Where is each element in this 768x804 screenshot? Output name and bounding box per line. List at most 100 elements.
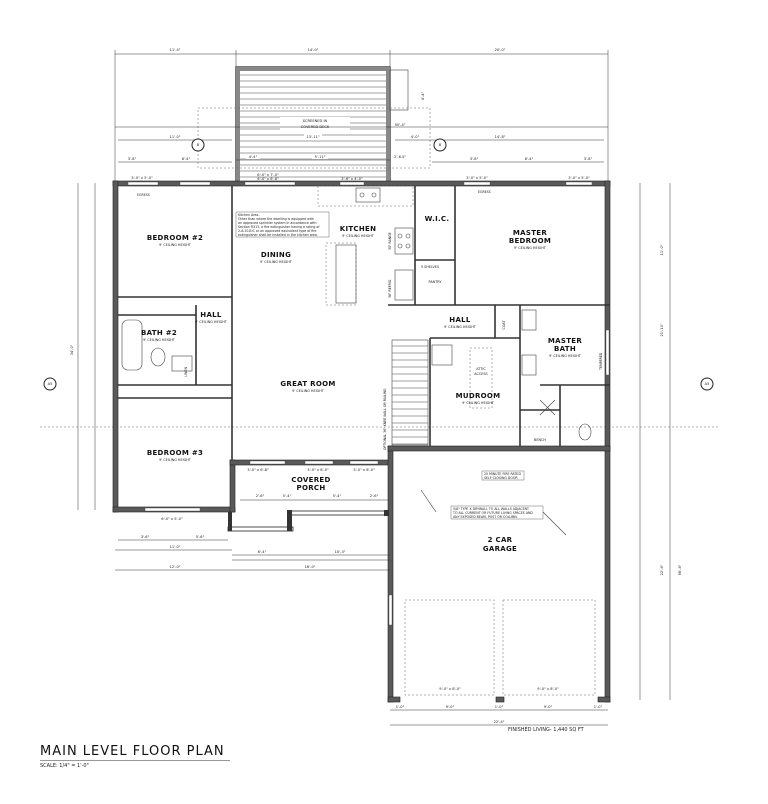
room-label-porch: COVERED xyxy=(291,476,330,484)
ceiling-label: 9' CEILING HEIGHT xyxy=(462,401,495,405)
egress-note: EGRESS xyxy=(478,190,491,194)
window-size: 3'-6" x 4'-0" xyxy=(341,177,363,181)
drywall-note: ANY EXPOSED BEAM, POST OR COLUMN. xyxy=(453,515,518,519)
room-label-bath-2: BATH #2 xyxy=(141,329,177,337)
dim-text: 5'-4" xyxy=(333,494,342,498)
dim-text: 14'-8" xyxy=(495,135,506,139)
dim-text: 2'-6" xyxy=(370,494,379,498)
kitchen-note: Kitchen Area- xyxy=(238,213,259,217)
screened-deck: SCREENED IN COVERED DECK xyxy=(197,66,431,184)
dim-text: 2'-6.5" xyxy=(394,155,406,159)
room-label-master-bedroom: MASTER xyxy=(513,229,547,237)
dim-text: 21'-10" xyxy=(660,323,664,336)
dim-text: 3'-8" xyxy=(584,157,593,161)
ceiling-label: 9' CEILING HEIGHT xyxy=(292,389,325,393)
section-marker: B B A5 A5 xyxy=(43,138,714,391)
range-note: 30" RANGE xyxy=(388,232,392,250)
dim-text: 20'-0" xyxy=(495,48,506,52)
room-label-wic: W.I.C. xyxy=(425,215,450,223)
dim-text: 11'-0" xyxy=(170,545,181,549)
dim-text: 6'-4" xyxy=(258,550,267,554)
kitchen-note: Section R313, a fire extinguisher having… xyxy=(238,225,320,229)
window-size: 9'-0" x 8'-0" xyxy=(439,687,461,691)
kitchen-fixtures xyxy=(317,185,414,306)
top-dimensions: 11'-4" 14'-0" 20'-0" 50'-4" 11'-0" 13'-1… xyxy=(114,48,609,183)
bath-fixtures xyxy=(121,309,592,441)
dim-text: 5'-11" xyxy=(315,155,326,159)
room-label-master-bath: MASTER xyxy=(548,337,582,345)
dim-text-backing xyxy=(246,154,260,159)
ceiling-label: 9' CEILING HEIGHT xyxy=(159,458,192,462)
window-size: 3'-0" x 6'-0" xyxy=(307,468,329,472)
garage-doors xyxy=(404,599,596,696)
room-label-great-room: GREAT ROOM xyxy=(280,380,335,388)
porch-railing xyxy=(227,510,389,532)
kitchen-note: 2-A:10-B:C or an approved equivalent typ… xyxy=(238,229,317,233)
dim-text: 1'-0" xyxy=(396,705,405,709)
dim-text: 4'-4" xyxy=(421,91,425,100)
svg-text:A5: A5 xyxy=(705,382,710,386)
dim-text: 16'-0" xyxy=(305,565,316,569)
room-label-coat: COAT xyxy=(502,320,506,330)
room-label-kitchen: KITCHEN xyxy=(340,225,377,233)
kitchen-note: Other than where the dwelling is equippe… xyxy=(238,217,314,221)
dim-text: 14'-0" xyxy=(308,48,319,52)
room-label-deck: SCREENED IN xyxy=(303,119,328,123)
dim-text: 3'-6" xyxy=(141,535,150,539)
ceiling-label: 9' CEILING HEIGHT xyxy=(549,354,582,358)
window-size: 6'-0" x 5'-0" xyxy=(161,517,183,521)
dim-text: 5'-6" xyxy=(196,535,205,539)
room-label-pantry: PANTRY xyxy=(429,280,443,284)
room-label-porch: PORCH xyxy=(297,484,326,492)
egress-note: EGRESS xyxy=(137,193,150,197)
attic-access-label: ACCESS xyxy=(474,372,487,376)
dim-text: 56'-8" xyxy=(678,564,682,575)
finished-living-area: FINISHED LIVING- 1,440 SQ FT xyxy=(508,727,584,733)
ceiling-label: 9' CEILING HEIGHT xyxy=(260,260,293,264)
stairs xyxy=(391,339,429,446)
room-label-mudroom: MUDROOM xyxy=(456,392,501,400)
dim-text: 34'-0" xyxy=(70,344,74,355)
dim-text: 11'-4" xyxy=(170,48,181,52)
room-label-bedroom-3: BEDROOM #3 xyxy=(147,449,203,457)
kitchen-note: an approved sprinkler system in accordan… xyxy=(238,221,317,225)
drywall-note: 5/8" TYPE X DRYWALL TO ALL WALLS ADJACEN… xyxy=(453,507,529,511)
dim-text: 2'-6" xyxy=(256,494,265,498)
dim-text-backing xyxy=(312,154,328,159)
ceiling-label: 9' CEILING HEIGHT xyxy=(143,338,176,342)
tempered-note: TEMPERED xyxy=(599,352,603,371)
attic-access-label: ATTIC xyxy=(476,367,486,371)
dim-text: 8'-4" xyxy=(525,157,534,161)
dim-text: 3'-8" xyxy=(128,157,137,161)
room-label-garage: GARAGE xyxy=(483,545,517,553)
dim-text: 13'-11" xyxy=(306,135,319,139)
dim-text: 1'-0" xyxy=(594,705,603,709)
fire-door-note: 20 MINUTE FIRE RATED xyxy=(484,472,521,476)
railing-note: OPTIONAL 36" KNEE WALL OR RAILING xyxy=(383,388,387,450)
window-size: 6'-0" x 7'-0" xyxy=(257,173,279,177)
dim-text: 12'-0" xyxy=(170,565,181,569)
dim-text: 22'-4" xyxy=(494,720,505,724)
dim-text: 5'-4" xyxy=(283,494,292,498)
ceiling-label: 9' CEILING HEIGHT xyxy=(159,243,192,247)
room-label-hall: HALL xyxy=(200,311,222,319)
drywall-note: TO ALL CURRENT OR FUTURE LIVING SPACES A… xyxy=(452,511,533,515)
fridge-note: 36" REFRIG. xyxy=(388,279,392,298)
dim-text: 4'-4" xyxy=(249,155,258,159)
ceiling-label: 9' CEILING HEIGHT xyxy=(195,320,228,324)
dim-text-backing xyxy=(304,134,322,139)
window-size: 3'-0" x 6'-8" xyxy=(247,468,269,472)
dim-text: 4'-0" xyxy=(411,135,420,139)
drawing-scale: SCALE: 1/4" = 1'-0" xyxy=(40,763,89,769)
room-label-bench: BENCH xyxy=(534,438,546,442)
dim-text: 1'-0" xyxy=(495,705,504,709)
room-label-garage: 2 CAR xyxy=(488,536,513,544)
dim-text: 22'-6" xyxy=(660,564,664,575)
room-label-hall-right: HALL xyxy=(449,316,471,324)
ceiling-label: 9' CEILING HEIGHT xyxy=(342,234,375,238)
dim-text: 11'-0" xyxy=(660,244,664,255)
interior-walls xyxy=(118,186,610,460)
ceiling-label: 9' CEILING HEIGHT xyxy=(444,325,477,329)
window-size: 3'-0" x 5'-0" xyxy=(466,176,488,180)
